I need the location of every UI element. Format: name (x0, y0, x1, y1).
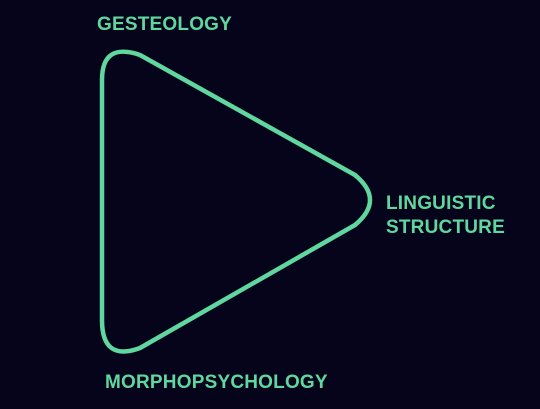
vertex-label-right-line-1: LINGUISTIC (386, 193, 496, 214)
vertex-label-bottom: MORPHOPSYCHOLOGY (105, 372, 328, 393)
rounded-triangle-outline (99, 49, 373, 354)
vertex-label-right: LINGUISTIC STRUCTURE (386, 192, 505, 240)
vertex-label-top: GESTEOLOGY (97, 14, 233, 35)
vertex-label-right-line-2: STRUCTURE (386, 217, 505, 238)
